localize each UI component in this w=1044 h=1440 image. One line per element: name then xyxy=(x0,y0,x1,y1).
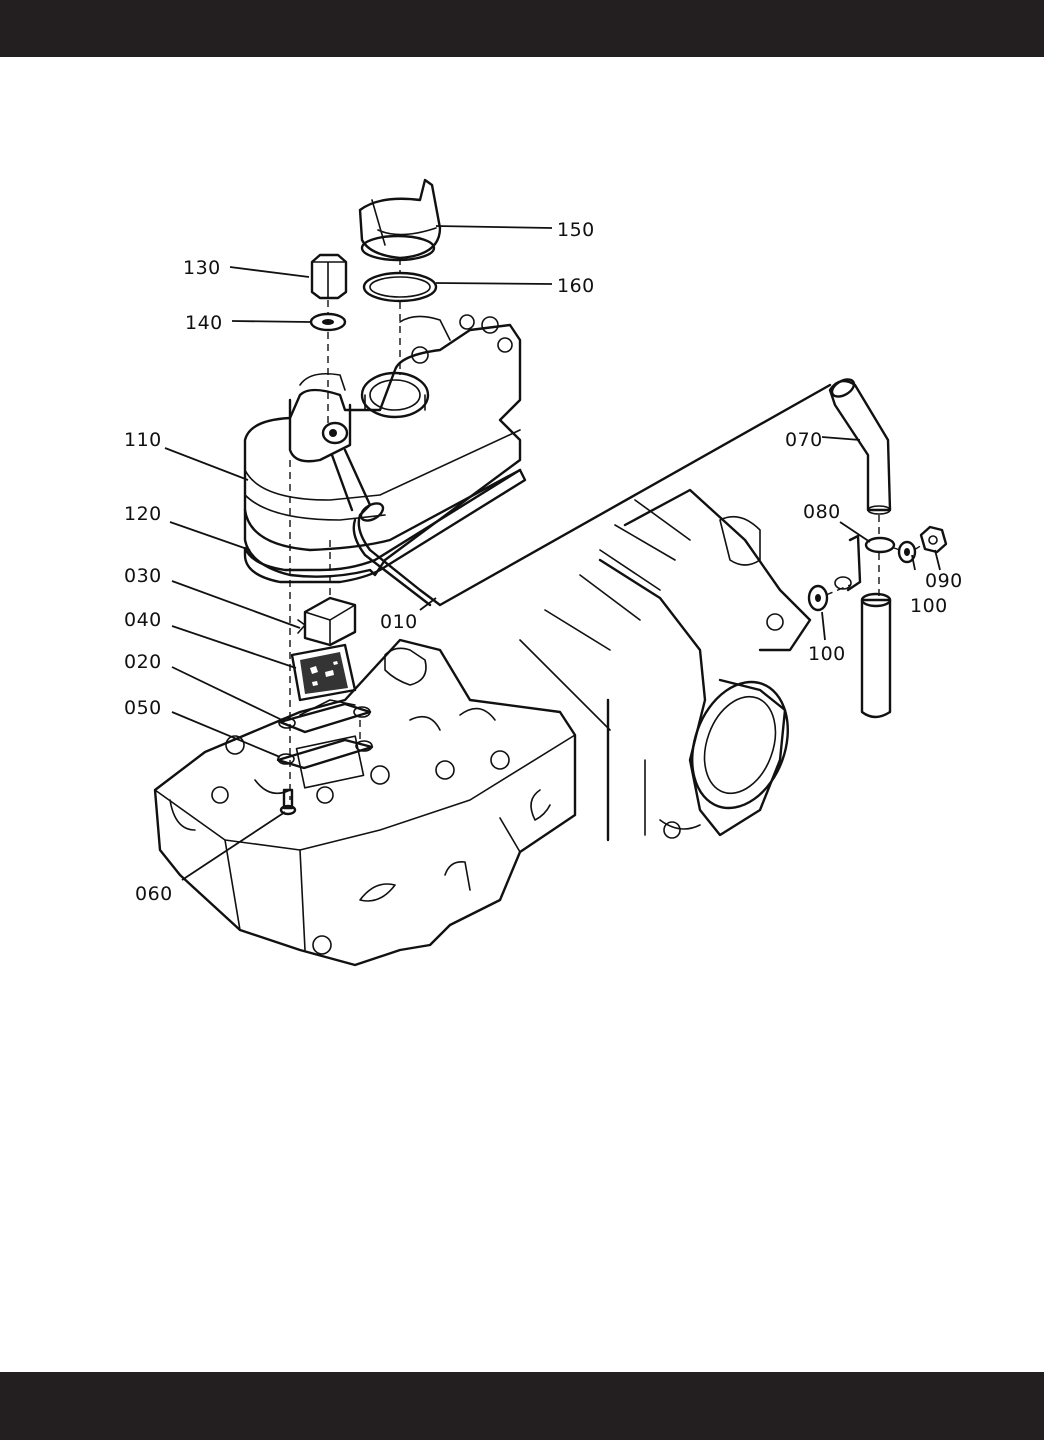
callout-050: 050 xyxy=(124,697,162,719)
cylinder-head xyxy=(153,638,577,967)
plate-gasket xyxy=(276,738,374,770)
callout-090: 090 xyxy=(925,570,963,592)
callout-040: 040 xyxy=(124,609,162,631)
callout-100-right: 100 xyxy=(910,595,948,617)
engine-block xyxy=(519,488,812,842)
hose-clip xyxy=(834,534,896,592)
washer xyxy=(807,584,829,612)
breather-element xyxy=(290,643,357,702)
stud-bolt xyxy=(279,788,297,816)
callout-070: 070 xyxy=(785,429,823,451)
header-bar xyxy=(0,0,1044,57)
callout-100-left: 100 xyxy=(808,643,846,665)
callout-060: 060 xyxy=(135,883,173,905)
seal-washer xyxy=(309,312,347,332)
callout-120: 120 xyxy=(124,503,162,525)
footer-bar xyxy=(0,1372,1044,1440)
callout-080: 080 xyxy=(803,501,841,523)
hex-nut xyxy=(919,525,948,554)
washer xyxy=(897,540,917,564)
assembly-centerlines xyxy=(289,258,923,800)
breather-plate xyxy=(278,699,372,734)
breather-pipe xyxy=(860,592,892,719)
callout-030: 030 xyxy=(124,565,162,587)
callout-140: 140 xyxy=(185,312,223,334)
breather-hose xyxy=(330,383,832,607)
callout-020: 020 xyxy=(124,651,162,673)
leader-lines xyxy=(164,225,941,881)
breather-valve xyxy=(297,596,357,647)
cover-gasket xyxy=(243,468,527,584)
oil-filler-cap xyxy=(358,178,442,262)
cap-nut xyxy=(310,253,348,300)
callout-160: 160 xyxy=(557,275,595,297)
callout-labels: 150 160 130 140 110 120 030 040 020 050 … xyxy=(124,219,963,905)
callout-130: 130 xyxy=(183,257,221,279)
callout-150: 150 xyxy=(557,219,595,241)
breather-hose-upper xyxy=(828,378,892,515)
callout-110: 110 xyxy=(124,429,162,451)
callout-010: 010 xyxy=(380,611,418,633)
breather-cover xyxy=(243,314,522,578)
